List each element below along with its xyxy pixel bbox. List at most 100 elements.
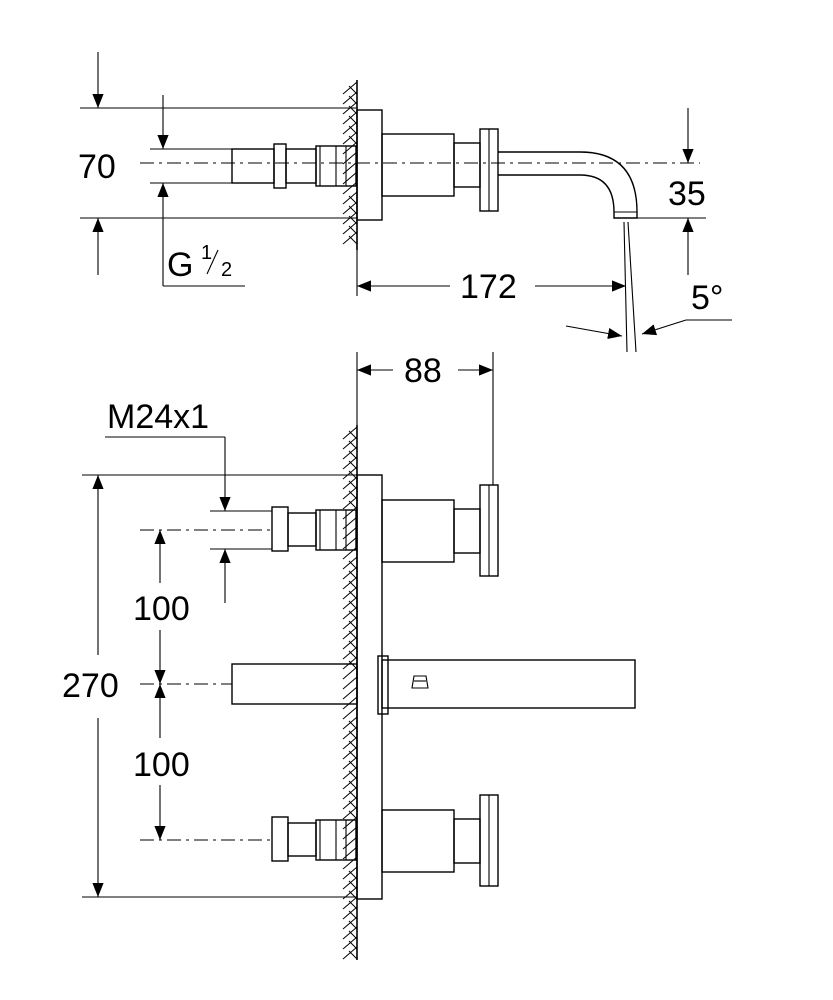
- thread-m24-label: M24x1: [107, 398, 209, 436]
- dim-172-label: 172: [460, 268, 517, 306]
- wall-hatch-line: [342, 796, 358, 810]
- wall-hatch-line: [342, 606, 358, 620]
- handle-top: [381, 128, 499, 212]
- wall-hatch-line: [342, 231, 358, 245]
- wall-hatch-line: [342, 111, 358, 125]
- dimension-100-lower: 100: [133, 684, 190, 840]
- wall-hatch-line: [342, 906, 358, 920]
- wall-hatch-line: [342, 486, 358, 500]
- spout-top: [498, 151, 638, 219]
- wall-hatch-line: [342, 836, 358, 850]
- wall-hatch-line: [342, 936, 358, 950]
- wall-hatch-line: [342, 676, 358, 690]
- wall-hatch-line: [342, 536, 358, 550]
- handle-lower: [381, 794, 499, 887]
- thread-m24: M24x1: [105, 398, 272, 603]
- side-view: 70 G 1 2 35 172: [78, 52, 732, 353]
- wall-hatch-line: [342, 706, 358, 720]
- wall-hatch-line: [342, 496, 358, 510]
- wall-hatch-line: [342, 916, 358, 930]
- wall-hatch-line: [342, 866, 358, 880]
- valve-lower: [271, 816, 357, 862]
- wall-hatch-line: [342, 636, 358, 650]
- dim-angle-label: 5°: [691, 279, 724, 317]
- dim-35-label: 35: [668, 175, 706, 213]
- wall-hatch-line: [342, 666, 358, 680]
- wall-hatch-line: [342, 626, 358, 640]
- wall-hatch-line: [342, 526, 358, 540]
- wall-hatch-line: [342, 516, 358, 530]
- wall-hatch-line: [342, 546, 358, 560]
- wall-top: [342, 80, 358, 250]
- wall-hatch-line: [342, 151, 358, 165]
- brand-logo-icon: [411, 675, 429, 689]
- wall-hatch-line: [342, 566, 358, 580]
- wall-hatch-line: [342, 91, 358, 105]
- wall-hatch-line: [342, 596, 358, 610]
- thread-den: 2: [221, 259, 232, 281]
- wall-hatch-line: [342, 846, 358, 860]
- spout-front: [231, 655, 636, 715]
- wall-hatch-line: [342, 171, 358, 185]
- escutcheon-plate-top: [356, 109, 383, 221]
- wall-hatch-line: [342, 221, 358, 235]
- wall-hatch-line: [342, 586, 358, 600]
- wall-hatch-line: [342, 686, 358, 700]
- valve-upper: [271, 506, 357, 552]
- wall-hatch-line: [342, 766, 358, 780]
- handle-upper: [381, 484, 499, 577]
- wall-hatch-line: [342, 656, 358, 670]
- wall-hatch-line: [342, 816, 358, 830]
- wall-hatch-line: [342, 81, 358, 95]
- thread-num: 1: [201, 242, 212, 264]
- front-view: 88 M24x1: [62, 352, 636, 960]
- wall-hatch-line: [342, 926, 358, 940]
- wall-hatch-line: [342, 616, 358, 630]
- wall-hatch-line: [342, 181, 358, 195]
- wall-hatch-line: [342, 756, 358, 770]
- wall-hatch-line: [342, 556, 358, 570]
- wall-hatch-line: [348, 950, 358, 960]
- dimension-35: 35: [637, 108, 706, 275]
- wall-hatch-line: [342, 121, 358, 135]
- wall-hatch-line: [342, 746, 358, 760]
- dimension-70: 70: [78, 52, 357, 275]
- wall-hatch-line: [342, 856, 358, 870]
- wall-hatch-line: [342, 191, 358, 205]
- wall-hatch-line: [342, 446, 358, 460]
- wall-hatch-line: [342, 426, 358, 440]
- wall-hatch-line: [342, 506, 358, 520]
- dimension-88: 88: [356, 352, 494, 485]
- dim-100-upper-label: 100: [133, 590, 190, 628]
- dimension-270: 270: [62, 474, 357, 898]
- wall-hatch-line: [342, 896, 358, 910]
- wall-hatch-line: [342, 201, 358, 215]
- wall-bottom: [342, 425, 358, 960]
- wall-hatch-line: [342, 161, 358, 175]
- wall-hatch-line: [342, 806, 358, 820]
- wall-hatch-line: [342, 786, 358, 800]
- wall-hatch-line: [342, 466, 358, 480]
- dim-270-label: 270: [62, 667, 119, 705]
- dim-70-label: 70: [78, 148, 116, 186]
- thread-g12: G 1 2: [150, 95, 245, 287]
- dimension-angle: 5°: [565, 279, 732, 340]
- wall-hatch-line: [342, 716, 358, 730]
- wall-hatch-line: [342, 826, 358, 840]
- dimension-172: 172: [356, 220, 626, 306]
- dim-100-lower-label: 100: [133, 746, 190, 784]
- wall-hatch-line: [342, 876, 358, 890]
- valve-body-top: [231, 143, 357, 189]
- dim-88-label: 88: [404, 352, 442, 390]
- wall-hatch-line: [342, 726, 358, 740]
- wall-hatch-line: [342, 576, 358, 590]
- wall-hatch-line: [342, 776, 358, 790]
- wall-hatch-line: [342, 436, 358, 450]
- wall-hatch-line: [342, 131, 358, 145]
- wall-hatch-line: [342, 456, 358, 470]
- water-jet: [623, 221, 637, 353]
- wall-hatch-line: [342, 141, 358, 155]
- wall-hatch-line: [342, 946, 358, 960]
- wall-hatch-line: [348, 235, 358, 245]
